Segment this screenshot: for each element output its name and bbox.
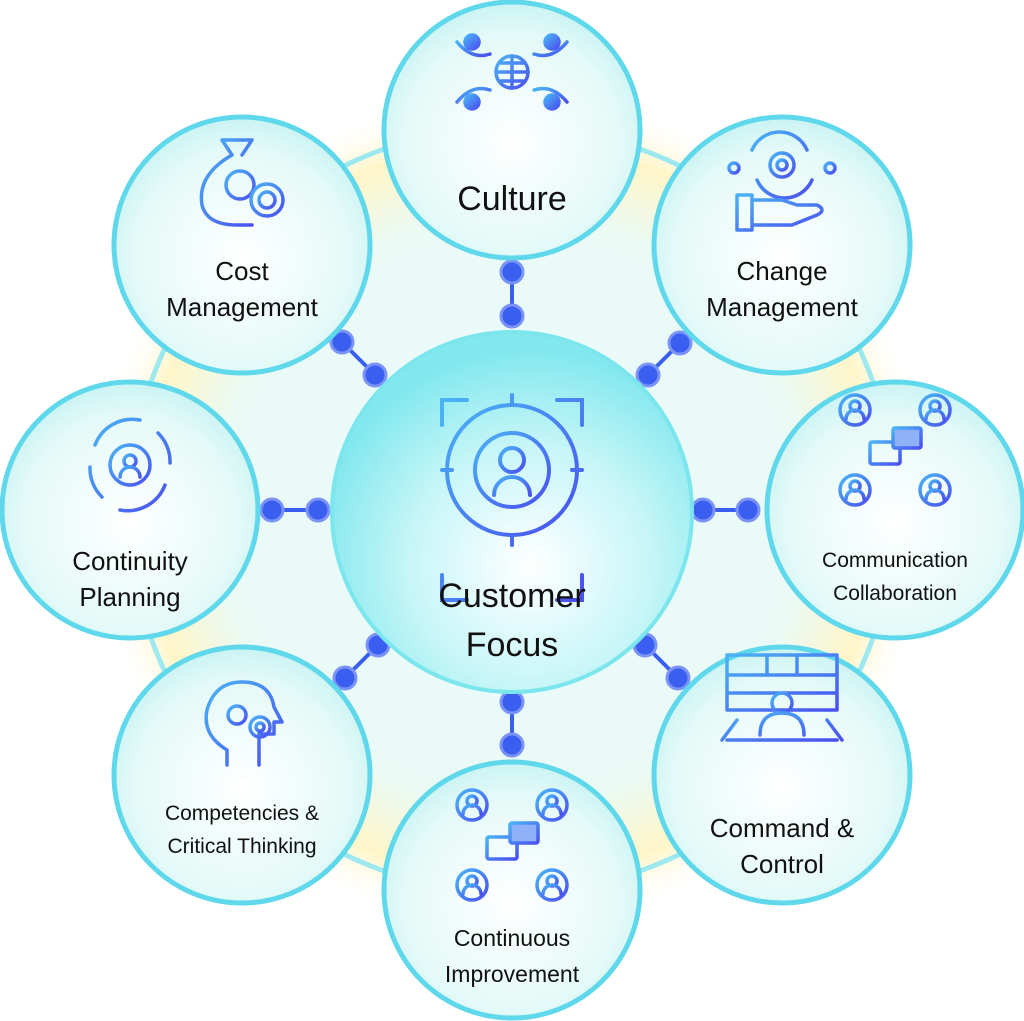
head-lightbulb-icon xyxy=(204,680,284,767)
label-line: Planning xyxy=(79,582,181,613)
node-label-culture: Culture xyxy=(392,176,632,224)
center-label: Customer Focus xyxy=(392,572,632,671)
connector-dot xyxy=(665,665,691,691)
money-bag-gear-icon xyxy=(199,138,285,227)
label-line: Critical Thinking xyxy=(167,834,317,858)
connector-dot xyxy=(362,362,388,388)
node-circle xyxy=(764,379,1024,641)
connector-continuous-improvement xyxy=(499,689,525,758)
node-circle xyxy=(381,759,643,1021)
node-label-command-control: Command & Control xyxy=(662,810,902,883)
node-cost-management xyxy=(111,114,373,376)
hand-gear-icon xyxy=(727,130,837,232)
connector-dot xyxy=(635,362,661,388)
chat-people-icon xyxy=(455,788,569,902)
target-user-icon xyxy=(440,393,584,602)
node-culture xyxy=(381,0,643,261)
label-line: Improvement xyxy=(444,960,580,987)
label-line: Continuous xyxy=(453,925,571,951)
label-line: Continuity xyxy=(72,546,188,576)
connector-dot xyxy=(499,689,525,715)
node-change-management xyxy=(651,114,913,376)
node-command-control xyxy=(651,644,913,906)
connector-dot xyxy=(329,329,355,355)
cycle-gear-icon xyxy=(88,417,172,513)
node-label-change-management: Change Management xyxy=(662,253,902,326)
node-label-communication-collaboration: Communication Collaboration xyxy=(775,545,1015,610)
label-line: Control xyxy=(740,849,824,880)
label-line: Management xyxy=(706,292,858,323)
label-line: Collaboration xyxy=(833,581,957,605)
control-room-icon xyxy=(720,653,844,742)
connector-change-management xyxy=(635,330,693,388)
node-circle xyxy=(651,114,913,376)
center-label-line2: Focus xyxy=(465,626,559,665)
node-label-continuous-improvement: Continuous Improvement xyxy=(392,921,632,992)
label-line: Command & xyxy=(709,813,855,843)
connector-dot xyxy=(735,497,761,523)
node-competencies-critical-thinking xyxy=(111,644,373,906)
center-label-line1: Customer xyxy=(438,577,586,615)
label-line: Competencies & xyxy=(164,802,320,825)
label-line: Change xyxy=(736,256,828,286)
connector-dot xyxy=(667,330,693,356)
chat-people-icon xyxy=(838,393,952,507)
connector-culture xyxy=(499,259,525,329)
node-circle xyxy=(381,0,643,261)
connector-dot xyxy=(499,259,525,285)
label-line: Communication xyxy=(822,549,968,572)
node-label-continuity-planning: Continuity Planning xyxy=(10,543,250,616)
node-circle xyxy=(651,644,913,906)
label-line: Cost xyxy=(215,256,269,286)
node-label-competencies-critical-thinking: Competencies & Critical Thinking xyxy=(122,798,362,863)
label-line: Management xyxy=(166,292,318,323)
label-line: Culture xyxy=(457,180,567,218)
connector-dot xyxy=(499,303,525,329)
connector-dot xyxy=(499,732,525,758)
node-circle xyxy=(111,114,373,376)
center-circle xyxy=(330,330,694,694)
node-circle xyxy=(111,644,373,906)
connector-dot xyxy=(259,497,285,523)
connector-dot xyxy=(332,665,358,691)
node-communication-collaboration xyxy=(764,379,1024,641)
connector-dot xyxy=(305,497,331,523)
connector-continuity-planning xyxy=(259,497,331,523)
node-label-cost-management: Cost Management xyxy=(122,253,362,326)
node-continuous-improvement xyxy=(381,759,643,1021)
connector-dot xyxy=(690,497,716,523)
connector-cost-management xyxy=(329,329,388,388)
globe-people-icon xyxy=(455,33,569,111)
node-continuity-planning xyxy=(0,379,261,641)
